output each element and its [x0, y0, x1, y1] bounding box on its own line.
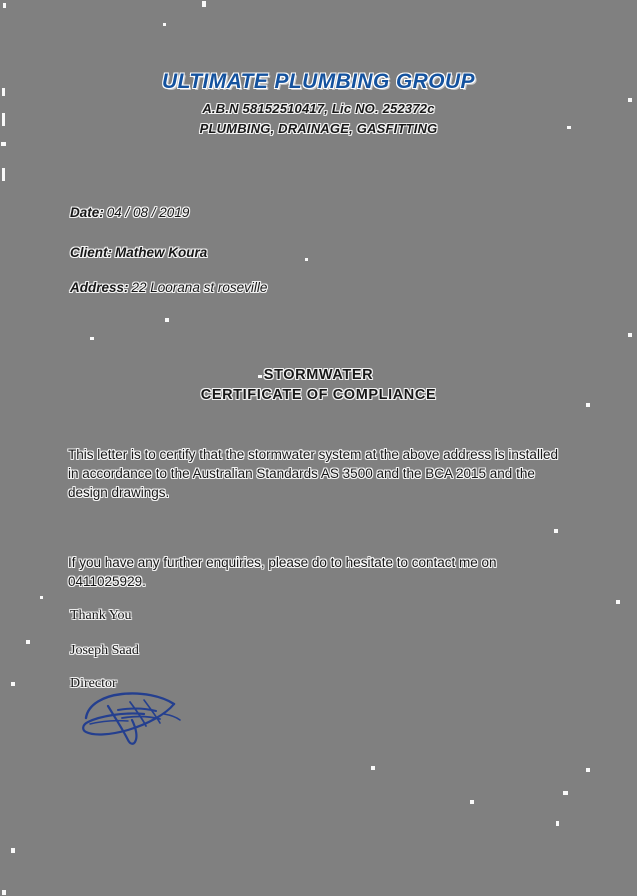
scan-speck — [470, 800, 474, 804]
scan-speck — [628, 333, 632, 337]
signoff-name: Joseph Saad — [70, 643, 139, 658]
scan-speck — [258, 375, 262, 378]
scan-speck — [163, 23, 166, 26]
scan-speck — [3, 3, 6, 8]
scan-speck — [11, 682, 15, 686]
signoff-role: Director — [70, 676, 117, 691]
address-label: Address: — [70, 280, 129, 295]
scan-speck — [628, 98, 632, 102]
scan-speck — [2, 88, 5, 96]
scan-speck — [202, 1, 206, 7]
scan-speck — [26, 640, 30, 644]
client-field: Client:Mathew Koura — [70, 245, 207, 260]
scan-speck — [2, 113, 5, 126]
scan-speck — [2, 890, 6, 895]
date-value: 04 / 08 / 2019 — [106, 205, 190, 220]
company-services-line: PLUMBING, DRAINAGE, GASFITTING — [199, 121, 438, 136]
company-registration-line: A.B.N 58152510417, Lic NO. 252372c — [202, 101, 435, 116]
scan-speck — [616, 600, 620, 604]
date-label: Date: — [70, 205, 104, 220]
signoff-thanks: Thank You — [70, 608, 132, 623]
signature-icon — [82, 692, 181, 745]
scan-speck — [371, 766, 375, 770]
scan-speck — [90, 337, 94, 340]
client-value: Mathew Koura — [115, 245, 208, 260]
scan-speck — [586, 403, 590, 407]
scan-speck — [554, 529, 558, 533]
date-field: Date:04 / 08 / 2019 — [70, 205, 189, 220]
client-label: Client: — [70, 245, 112, 260]
certification-paragraph: This letter is to certify that the storm… — [68, 447, 558, 500]
scan-speck — [1, 142, 6, 146]
address-value: 22 Loorana st roseville — [131, 280, 268, 295]
scan-speck — [165, 318, 169, 322]
scan-speck — [556, 821, 559, 826]
scan-speck — [586, 768, 590, 772]
document-title-line-1: STORMWATER — [263, 367, 374, 383]
scan-speck — [567, 126, 571, 129]
scan-speck — [2, 168, 5, 181]
scan-speck — [305, 258, 308, 261]
contact-paragraph: If you have any further enquiries, pleas… — [68, 555, 497, 589]
scan-speck — [563, 791, 568, 795]
scan-speck — [40, 596, 43, 599]
scan-speck — [11, 848, 15, 853]
company-name: ULTIMATE PLUMBING GROUP — [162, 70, 475, 93]
document-title-line-2: CERTIFICATE OF COMPLIANCE — [200, 387, 437, 403]
address-field: Address:22 Loorana st roseville — [70, 280, 267, 295]
